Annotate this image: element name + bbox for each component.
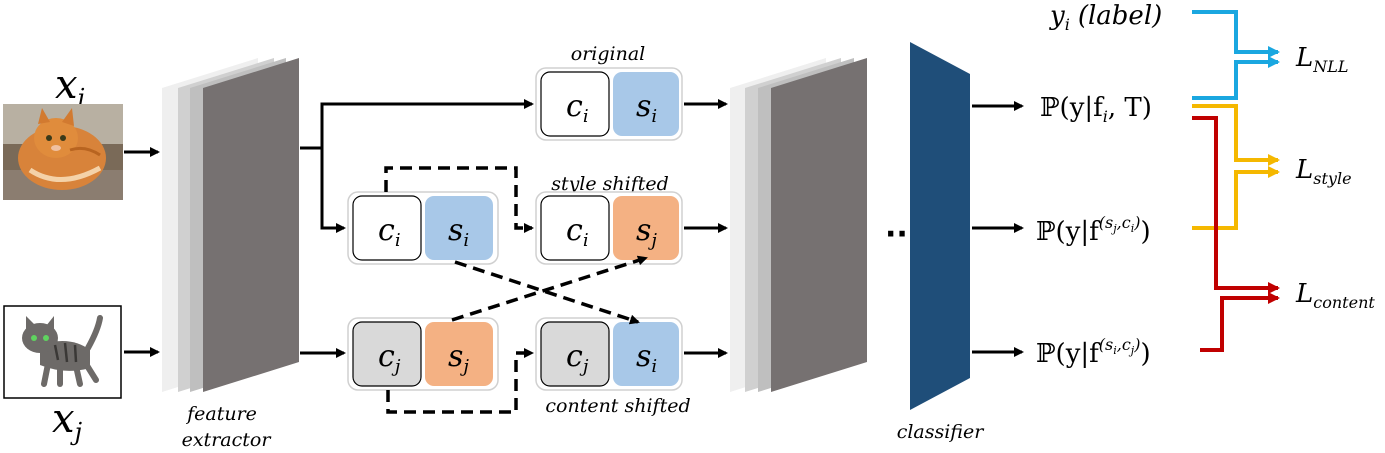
yi-label: yi(label) [1049, 1, 1162, 34]
classifier-label: classifier [897, 421, 986, 443]
prob-original: ℙ(y|fi, T) [1040, 93, 1152, 126]
loss-content: Lcontent [1295, 279, 1375, 312]
pair-content-shifted: cj si [535, 317, 683, 391]
svg-text:si: si [636, 89, 657, 127]
svg-text:cj: cj [566, 339, 589, 377]
style-line-original [1192, 104, 1280, 166]
svg-text:ci: ci [566, 89, 589, 127]
svg-text:si: si [448, 213, 469, 251]
svg-text:ci: ci [378, 213, 401, 251]
pair-cj-sj: cj sj [347, 317, 499, 391]
original-label: original [571, 43, 645, 65]
cartoon-cat-image [3, 305, 122, 399]
cat-photo [3, 104, 123, 200]
nll-line-label [1192, 10, 1280, 58]
style-shifted-label: style shifted [551, 173, 669, 195]
dashed-si-to-content-shifted [454, 260, 640, 325]
svg-text:cj: cj [378, 339, 401, 377]
feature-label: feature [185, 403, 257, 425]
prob-style-shifted: ℙ(y|f(sj,ci)) [1036, 213, 1151, 247]
pair-ci-si: ci si [347, 191, 499, 265]
extractor-label: extractor [182, 429, 273, 451]
nll-line-prob [1192, 56, 1280, 100]
style-line-shifted [1192, 166, 1280, 230]
xi-label: xi [55, 62, 85, 112]
prob-content-shifted: ℙ(y|f(si,cj)) [1036, 335, 1151, 369]
feature-extractor-layers [162, 58, 299, 392]
content-line-shifted [1200, 292, 1280, 352]
arrow-to-original [300, 99, 534, 150]
svg-text:sj: sj [636, 213, 657, 251]
pair-style-shifted: ci sj [535, 191, 683, 265]
content-shifted-label: content shifted [545, 395, 690, 417]
svg-text:si: si [636, 339, 657, 377]
content-line-original [1192, 116, 1280, 294]
loss-nll: LNLL [1295, 43, 1349, 76]
svg-text:sj: sj [448, 339, 469, 377]
svg-text:ci: ci [566, 213, 589, 251]
dashed-sj-to-style-shifted [451, 255, 648, 322]
dashed-cj-to-content-shifted [386, 348, 534, 414]
classifier-shape [910, 42, 970, 410]
pair-original: ci si [535, 67, 683, 141]
xj-label: xj [52, 396, 83, 446]
arrow-to-top-pair [320, 148, 346, 233]
dashed-ci-to-style-shifted [384, 166, 534, 233]
loss-style: Lstyle [1295, 155, 1352, 188]
second-layer-stack [730, 58, 867, 392]
